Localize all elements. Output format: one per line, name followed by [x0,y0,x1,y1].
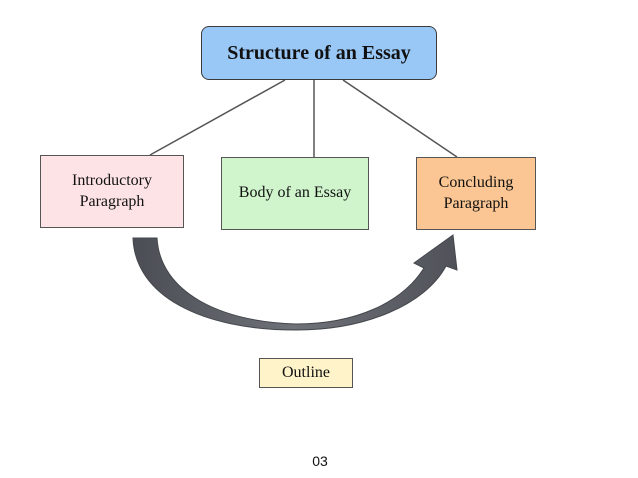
concluding-paragraph-node: Concluding Paragraph [416,157,536,230]
outline-label: Outline [259,358,353,388]
connector-title-to-conclusion [342,79,458,158]
page-number: 03 [312,453,328,469]
connector-title-to-intro [149,79,286,156]
essay-structure-title: Structure of an Essay [201,26,437,80]
introductory-paragraph-node: Introductory Paragraph [40,155,184,228]
body-of-essay-node: Body of an Essay [221,157,369,230]
curved-arrow [132,234,458,331]
